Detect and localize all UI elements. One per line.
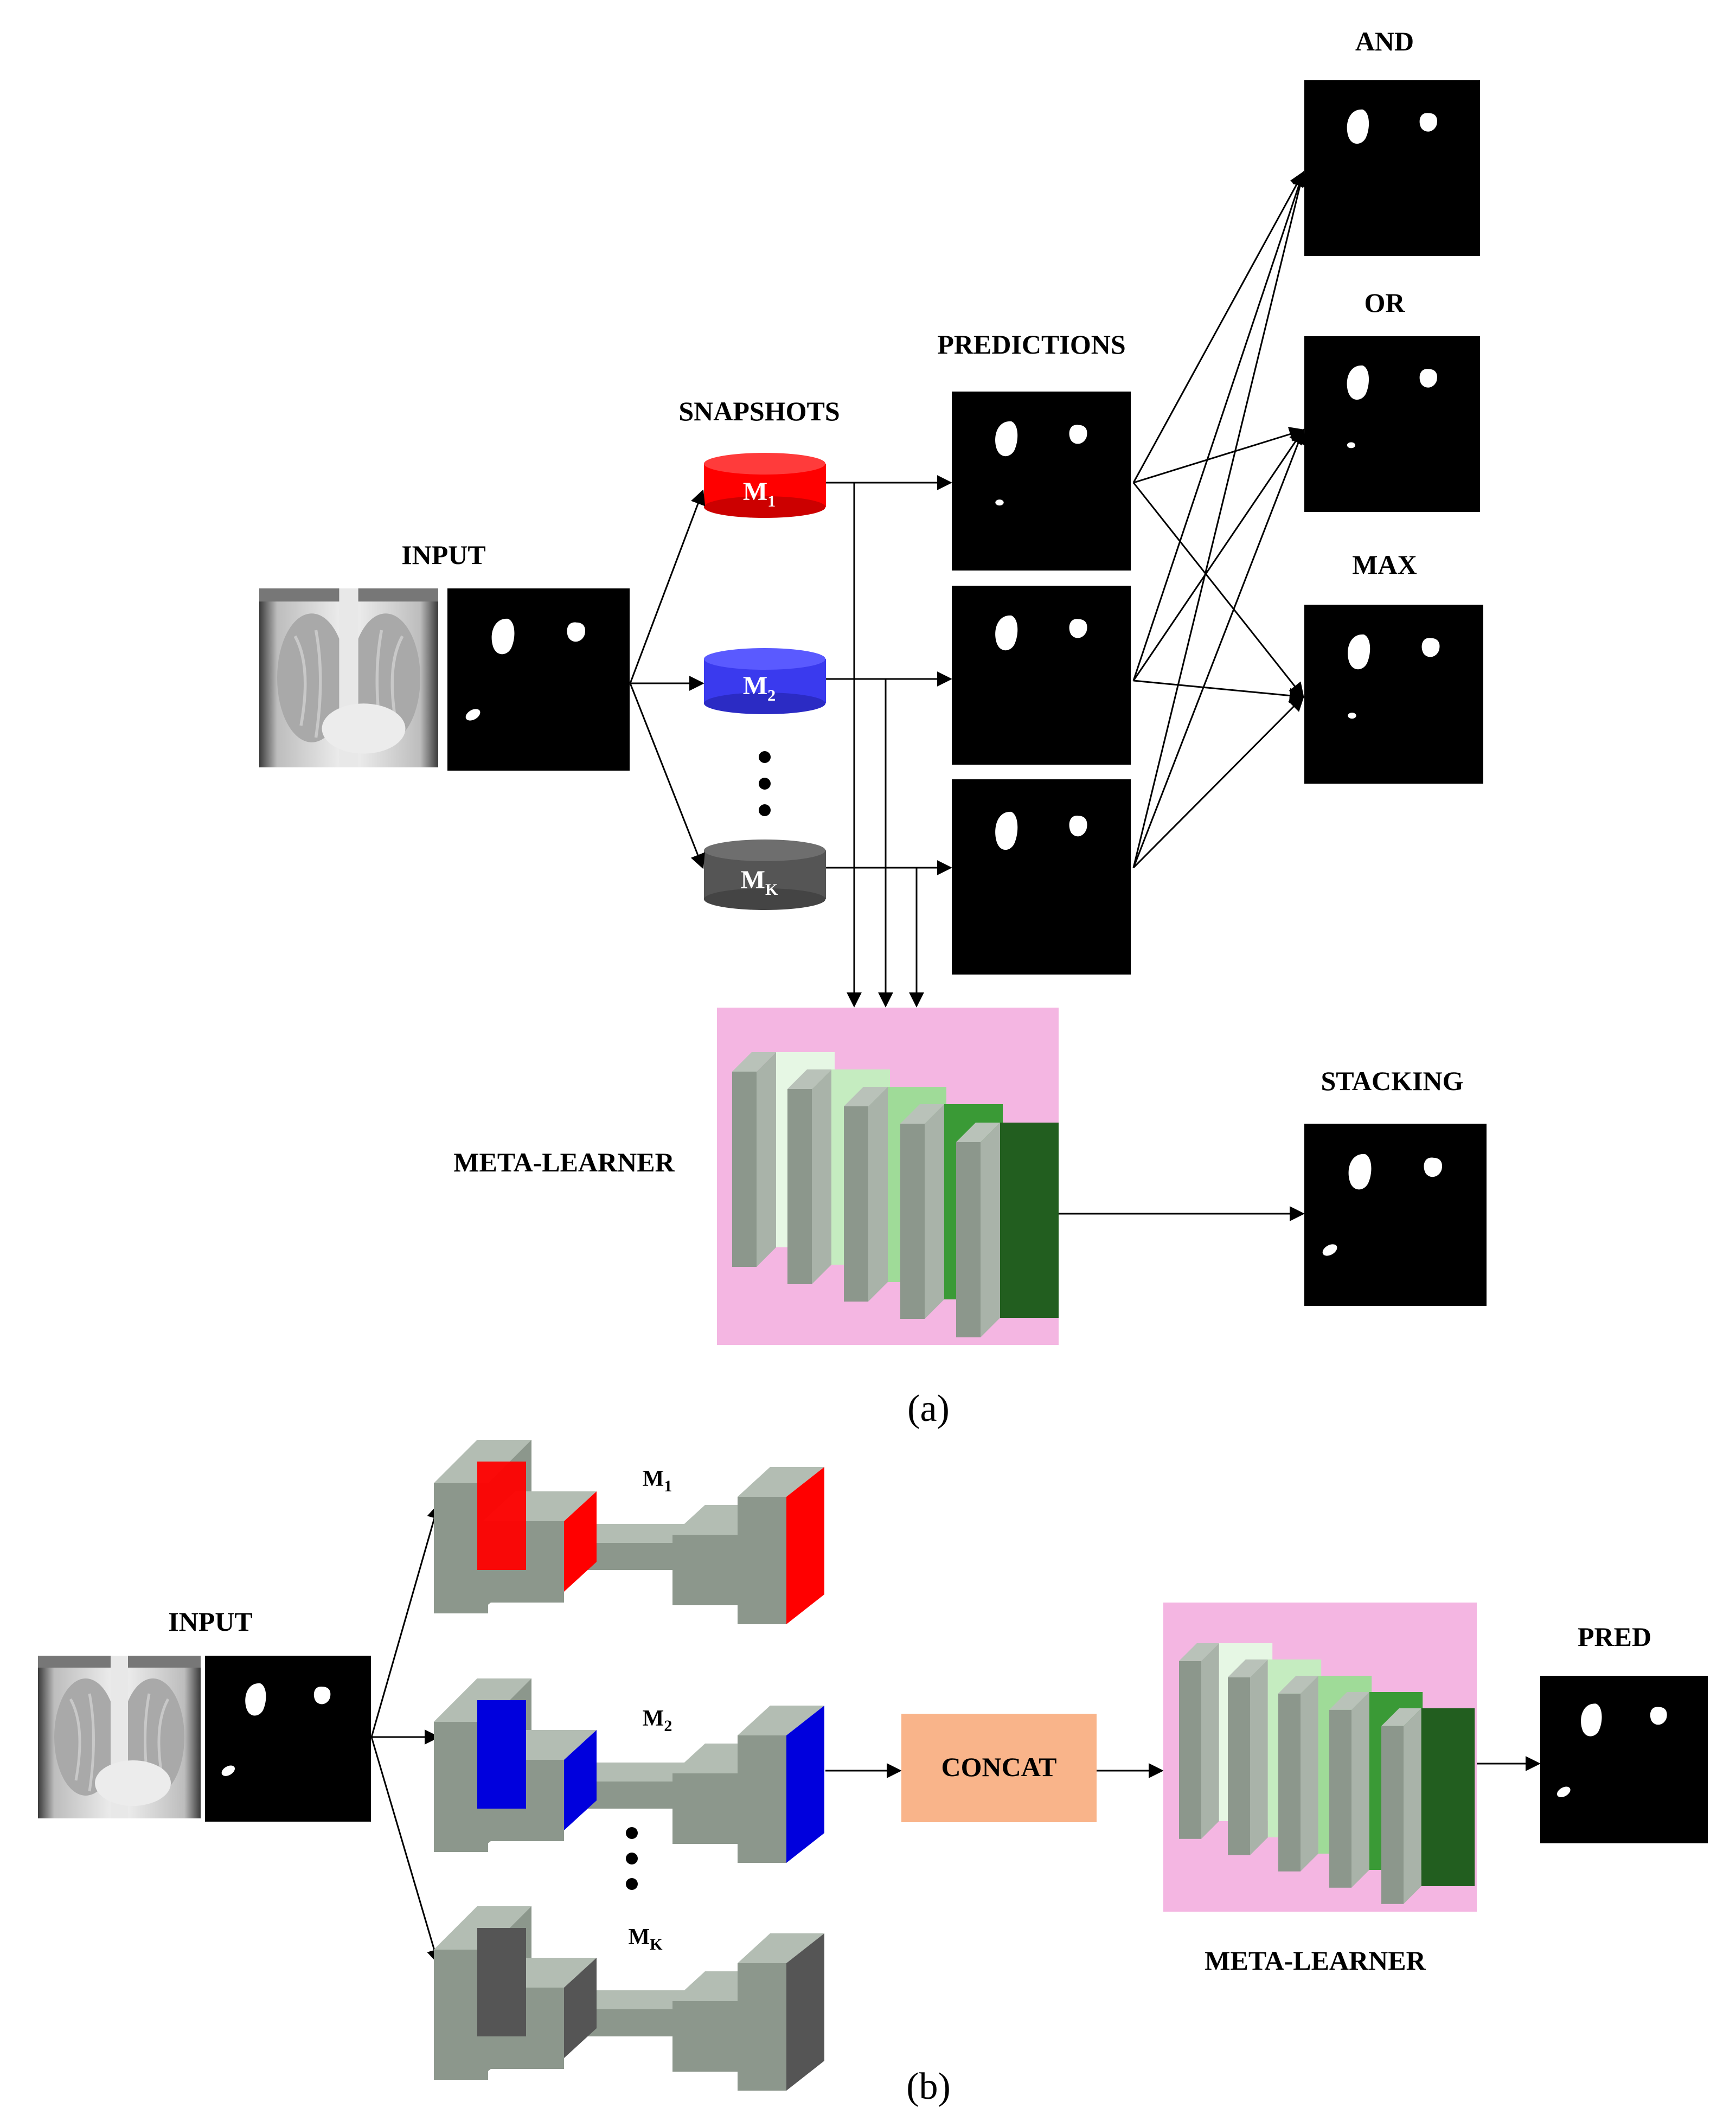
ae-m2-sub: 2 — [664, 1717, 672, 1735]
snapshots-label: SNAPSHOTS — [678, 396, 840, 426]
stacking-label: STACKING — [1321, 1066, 1463, 1096]
m1-label: M — [743, 477, 767, 506]
ae-m2-label: M — [643, 1706, 664, 1731]
model-to-meta-arrows — [847, 483, 924, 1008]
mk-sub: K — [765, 881, 778, 899]
m2-sub: 2 — [767, 687, 776, 704]
or-label: OR — [1365, 287, 1406, 318]
panel-a: INPUT SNAPSHOTS M1 M2 MK — [259, 26, 1487, 1430]
and-mask-image — [1304, 80, 1480, 256]
m1-sub: 1 — [767, 492, 776, 510]
autoencoder-m1 — [434, 1440, 824, 1624]
meta-learner-label-b: META-LEARNER — [1205, 1945, 1426, 1976]
svg-text:M1: M1 — [643, 1466, 672, 1495]
meta-learner-b — [1163, 1603, 1477, 1912]
input-to-autoencoders-arrows — [370, 1503, 442, 1965]
mk-label: M — [741, 866, 765, 894]
input-xray-image-b — [38, 1656, 201, 1818]
pred-mask-image — [1540, 1676, 1708, 1843]
ae-m1-sub: 1 — [664, 1477, 672, 1495]
svg-text:MK: MK — [629, 1925, 663, 1953]
input-label: INPUT — [401, 540, 486, 570]
stacking-mask-image — [1304, 1124, 1487, 1306]
model-to-prediction-arrows — [826, 475, 952, 875]
snapshot-model-m2: M2 — [704, 648, 826, 714]
ellipsis-dots-a — [759, 751, 771, 816]
snapshot-model-m1: M1 — [704, 453, 826, 518]
prediction-mask-2 — [952, 586, 1131, 765]
svg-text:M1: M1 — [743, 477, 776, 510]
prediction-to-ensemble-arrows — [1132, 171, 1308, 869]
or-mask-image — [1304, 336, 1480, 512]
panel-b: INPUT M1 M2 — [38, 1440, 1708, 2107]
svg-text:M2: M2 — [743, 671, 776, 704]
ae-m1-label: M — [643, 1466, 664, 1491]
prediction-mask-3 — [952, 779, 1131, 975]
ae-mk-label: M — [629, 1925, 650, 1950]
ae-mk-sub: K — [650, 1936, 663, 1953]
input-label-b: INPUT — [168, 1606, 253, 1637]
prediction-mask-1 — [952, 392, 1131, 571]
caption-a: (a) — [907, 1388, 950, 1430]
input-mask-image — [447, 588, 630, 771]
m2-label: M — [743, 671, 767, 700]
autoencoder-m2 — [434, 1678, 824, 1863]
meta-learner-label-a: META-LEARNER — [453, 1147, 675, 1177]
caption-b: (b) — [906, 2066, 951, 2107]
and-label: AND — [1355, 26, 1414, 56]
input-xray-image — [259, 588, 438, 767]
concat-label: CONCAT — [941, 1752, 1057, 1782]
svg-text:MK: MK — [741, 866, 778, 899]
meta-learner-a — [717, 1008, 1059, 1345]
snapshot-model-mk: MK — [704, 840, 826, 910]
predictions-label: PREDICTIONS — [937, 329, 1125, 360]
max-mask-image — [1304, 605, 1483, 784]
input-mask-image-b — [205, 1656, 371, 1822]
concat-box — [901, 1714, 1097, 1822]
autoencoder-mk — [434, 1906, 824, 2091]
pred-label: PRED — [1578, 1622, 1651, 1652]
max-label: MAX — [1352, 549, 1417, 580]
input-to-models-arrows — [629, 489, 706, 869]
ellipsis-dots-b — [626, 1827, 638, 1890]
svg-text:M2: M2 — [643, 1706, 672, 1735]
